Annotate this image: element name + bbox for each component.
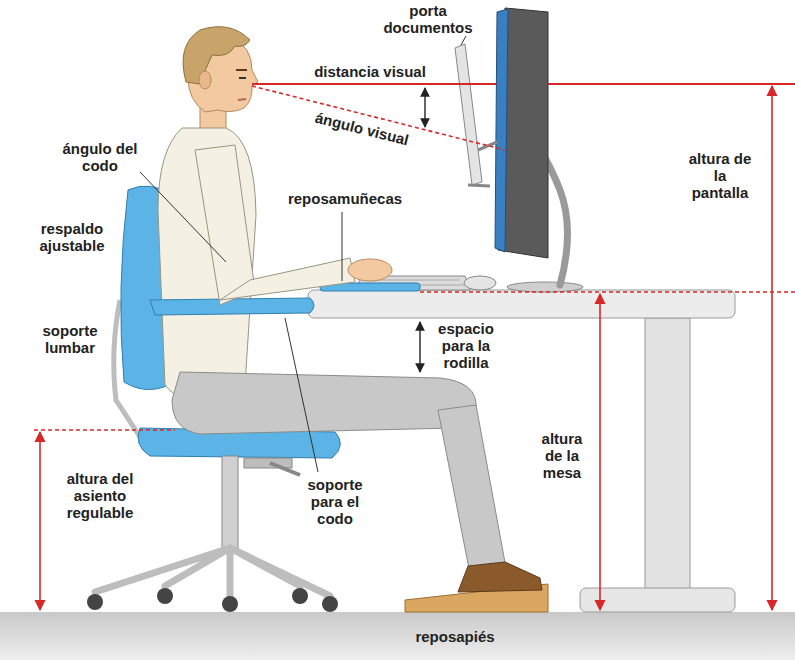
part-label: altura de la mesa [531,430,593,481]
arm [220,258,355,300]
part-label: reposamuñecas [275,190,415,207]
desk [580,588,735,612]
part-label: distancia visual [295,63,445,80]
measure-lines [424,88,425,127]
person [238,99,246,100]
chair [270,463,300,475]
part-label: ángulo visual [302,106,423,152]
document-holder [461,36,466,45]
monitor [495,9,508,252]
part-label: altura del asiento regulable [52,470,148,521]
leader-lines [140,172,342,472]
monitor [507,282,583,292]
measure-lines [252,83,496,85]
chair [292,588,308,604]
part-label: respaldo ajustable [27,220,117,254]
floor [0,612,795,660]
desk [645,318,690,590]
chair [87,594,103,610]
leader-lines [285,318,318,472]
chair [244,458,292,468]
person [239,77,246,79]
monitor [495,8,583,292]
person [438,405,506,574]
measure-lines [39,432,41,610]
part-label: reposapiés [390,628,520,645]
document-holder [455,44,482,185]
part-label: espacio para la rodilla [427,320,505,371]
person [458,562,542,592]
person [158,128,256,401]
measure-lines [34,429,175,431]
measure-lines [599,294,601,610]
document-holder [455,36,497,186]
person [199,71,211,89]
arm [348,259,392,281]
person [183,27,250,84]
leader-lines [342,212,343,281]
person [236,69,247,71]
chair [222,456,238,548]
document-holder [468,185,490,186]
floor [0,612,795,660]
desk [308,290,735,612]
measure-lines [771,86,773,610]
measure-lines [419,322,420,372]
leader-lines [140,172,226,262]
chair [222,596,238,612]
chair [95,548,330,596]
measure-lines [34,84,795,610]
desk [308,290,735,318]
part-label: soporte para el codo [300,476,370,527]
part-label: soporte lumbar [30,322,110,356]
chair [322,596,338,612]
arm [150,145,392,315]
part-label: porta documentos [382,2,474,36]
person [172,372,476,434]
part-label: ángulo del codo [63,140,138,174]
chair [157,588,173,604]
measure-lines [420,291,795,293]
part-label: altura de la pantalla [687,150,753,201]
document-holder [478,142,497,150]
arm [150,298,314,315]
arm [195,145,255,305]
measure-lines [548,83,795,85]
keyboard [464,276,496,290]
